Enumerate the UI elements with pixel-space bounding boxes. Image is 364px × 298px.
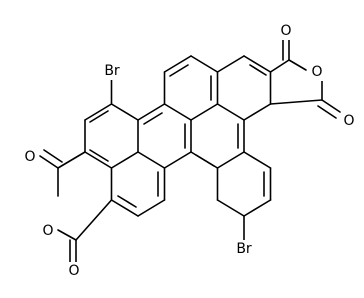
label-background <box>341 112 357 130</box>
bond <box>89 110 109 123</box>
oxygen-atom-ring-right: O <box>309 63 325 81</box>
label-background <box>66 262 82 280</box>
bond <box>243 151 272 169</box>
atom-label-o: O <box>24 149 35 165</box>
bromine-atom-bottom: Br <box>233 240 255 258</box>
label-background <box>309 63 325 81</box>
bond <box>163 55 192 73</box>
label-background <box>22 148 38 166</box>
atom-label-o: O <box>343 113 354 129</box>
bond <box>57 151 86 169</box>
bond <box>288 59 307 71</box>
oxygen-atom-carbonyl-right: O <box>341 112 357 130</box>
bond <box>110 199 139 217</box>
bond <box>43 149 63 163</box>
atom-label-o: O <box>280 23 291 39</box>
bond <box>243 199 272 217</box>
bond <box>137 199 166 217</box>
bond <box>39 155 59 169</box>
bond <box>249 64 267 76</box>
bond <box>190 103 219 121</box>
bond <box>163 151 192 169</box>
label-background <box>101 62 123 80</box>
bond <box>243 55 272 73</box>
bond <box>75 199 113 241</box>
oxygen-atom-carbonyl-left: O <box>22 148 38 166</box>
bond <box>57 229 77 241</box>
atom-label-o: O <box>311 64 322 80</box>
atom-label-br: Br <box>236 241 252 257</box>
bond <box>143 112 163 125</box>
substituent-bonds <box>39 39 341 263</box>
label-background <box>278 22 294 40</box>
atom-labels: Br Br O O O O O O <box>22 22 357 280</box>
atom-label-o: O <box>68 263 79 279</box>
bond <box>216 151 245 169</box>
label-background <box>233 240 255 258</box>
bond <box>169 64 189 77</box>
label-background <box>40 222 56 240</box>
bond <box>269 99 323 105</box>
bond <box>216 199 245 217</box>
bond <box>163 103 192 121</box>
bond <box>137 151 166 169</box>
bond <box>216 55 245 73</box>
bond <box>243 103 272 121</box>
bond <box>137 103 166 121</box>
bond <box>117 195 137 208</box>
bond <box>84 103 113 121</box>
atom-label-o: O <box>42 223 53 239</box>
bond <box>321 99 341 113</box>
bond <box>89 149 109 162</box>
bond <box>195 154 215 167</box>
bond <box>269 59 290 73</box>
bromine-atom-top: Br <box>101 62 123 80</box>
bond <box>84 151 113 169</box>
bond <box>110 103 139 121</box>
atom-label-br: Br <box>104 63 120 79</box>
bond <box>190 55 219 73</box>
oxygen-atom-carbonyl-top-right: O <box>278 22 294 40</box>
bond <box>216 103 245 121</box>
oxygen-atom-carbonyl-left-lower: O <box>66 262 82 280</box>
oxygen-atom-ring-left: O <box>40 222 56 240</box>
bond <box>110 151 139 169</box>
bond <box>317 105 337 119</box>
ring-bonds <box>84 55 272 217</box>
